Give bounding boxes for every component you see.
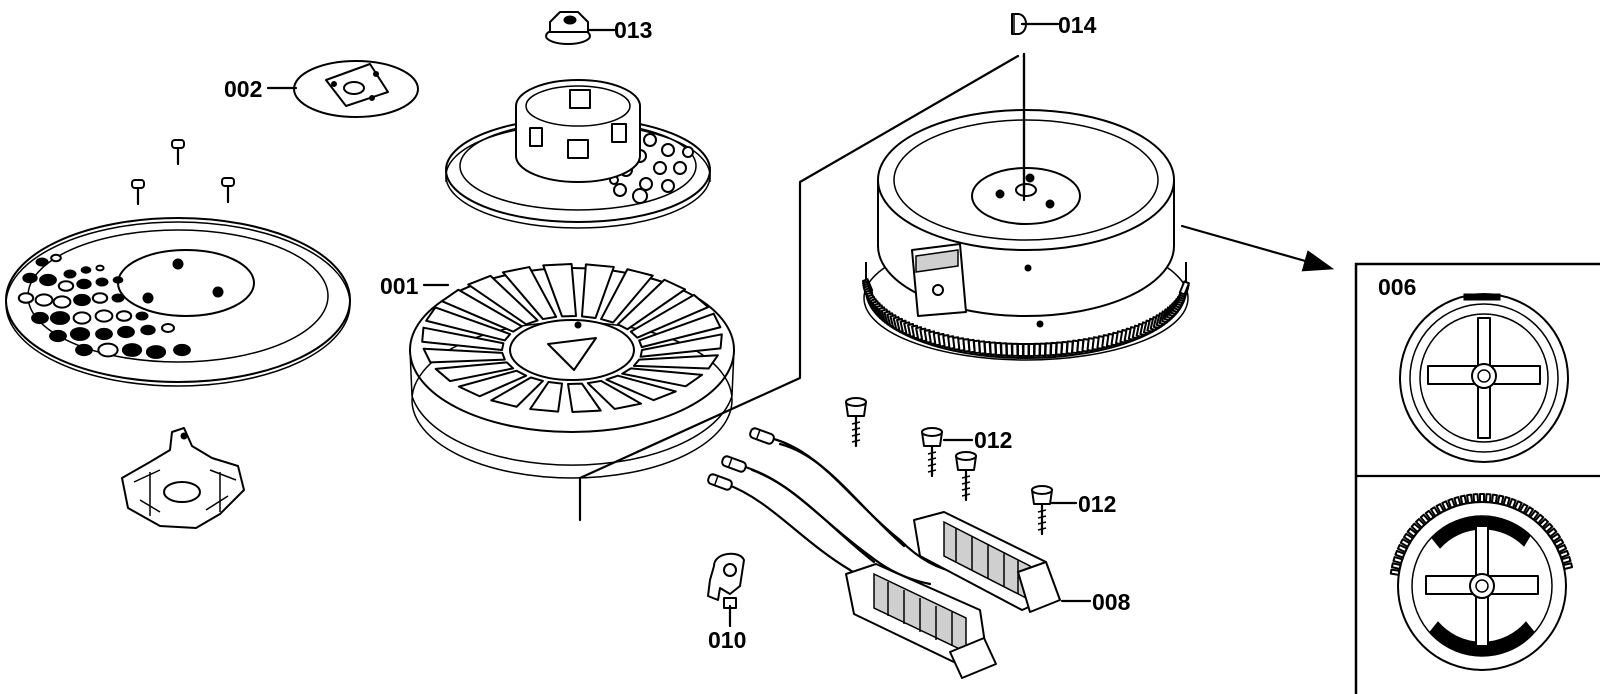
bolts <box>845 397 1053 536</box>
detail-view-top <box>1399 293 1569 463</box>
gear-tooth <box>1016 342 1025 357</box>
fan-blade <box>421 326 505 351</box>
plate-hole <box>39 273 57 287</box>
flywheel <box>861 109 1190 361</box>
fan-blade <box>457 369 528 398</box>
plate-hole <box>49 311 71 325</box>
plate-hole <box>57 280 75 292</box>
fan-blade <box>434 361 515 383</box>
plate-hole <box>121 343 143 357</box>
label-012-lower: 012 <box>1078 491 1116 517</box>
wire-clamp <box>707 552 745 609</box>
plate-hole <box>115 310 133 322</box>
fan-blade <box>566 382 602 413</box>
plate-hole <box>117 325 135 339</box>
plate-hole <box>76 278 92 290</box>
flywheel-ring-gear <box>861 278 1190 357</box>
fan-blade <box>467 274 539 326</box>
label-013: 013 <box>614 17 652 43</box>
plate-hole <box>50 253 62 263</box>
plate-hole <box>17 292 35 304</box>
gear-tooth <box>1005 342 1014 357</box>
plate-hole <box>95 327 113 341</box>
label-014: 014 <box>1058 12 1097 38</box>
fan-blade <box>600 268 654 324</box>
plate-hole <box>22 272 38 284</box>
plate-hole <box>161 323 175 333</box>
plate-hole <box>95 277 109 287</box>
plate-hole <box>34 293 54 307</box>
plate-hole <box>49 329 67 343</box>
cooling-fan <box>409 263 735 479</box>
plate-hole <box>173 343 191 357</box>
fan-blade <box>616 278 687 331</box>
fan-blade <box>639 333 723 358</box>
fan-blade <box>632 354 719 370</box>
plate-hole <box>80 266 92 274</box>
fan-blades <box>421 263 723 413</box>
fan-blade <box>422 347 506 364</box>
fan-blade <box>440 288 523 333</box>
plate-hole <box>97 342 119 358</box>
plate-screws <box>131 139 235 206</box>
gear-tooth <box>1178 280 1190 296</box>
fan-blade <box>580 263 615 319</box>
fan-blade <box>542 263 578 318</box>
gear-tooth <box>1011 342 1019 357</box>
leader-lines <box>266 22 1092 628</box>
ignition-coil <box>121 427 245 529</box>
plate-hole <box>69 327 91 341</box>
gear-tooth <box>1027 342 1036 357</box>
ventilation-holes <box>17 253 191 359</box>
fan-blade <box>529 381 564 413</box>
label-001: 001 <box>380 273 419 299</box>
plate-hole <box>111 293 125 303</box>
plate-hole <box>135 311 149 321</box>
gear-tooth <box>1033 342 1041 357</box>
detail-view-bottom <box>1389 493 1574 671</box>
detail-box <box>1354 262 1600 694</box>
detail-arrow <box>1180 224 1335 272</box>
gear-tooth <box>1484 493 1492 504</box>
label-006: 006 <box>1378 274 1416 300</box>
plate-hole <box>112 276 124 284</box>
plate-hole <box>75 343 93 357</box>
plate-hole <box>72 311 92 325</box>
plate-hole <box>94 309 114 323</box>
gear-tooth <box>1479 493 1485 503</box>
label-010: 010 <box>708 627 746 653</box>
fan-blade <box>605 374 677 402</box>
label-012-upper: 012 <box>974 427 1012 453</box>
fan-blade <box>638 312 722 349</box>
fan-blade <box>586 379 643 410</box>
gear-tooth <box>1472 493 1480 504</box>
fan-blade <box>621 367 704 388</box>
plate-hole <box>73 293 91 307</box>
plate-hole <box>52 295 72 309</box>
fan-blade <box>501 266 558 321</box>
fan-blade <box>425 306 512 342</box>
plate-hole <box>91 292 109 304</box>
back-plate <box>5 217 351 387</box>
starter-pulley <box>445 79 711 229</box>
plate-hole <box>95 264 105 272</box>
pulley-holes <box>609 133 694 204</box>
fan-blade <box>490 376 544 408</box>
woodruff-key <box>1011 13 1027 35</box>
gear-tooth <box>1022 343 1030 357</box>
plate-hole <box>145 345 167 359</box>
plate-hole <box>35 257 49 267</box>
plate-hole <box>31 311 49 325</box>
plate-hole <box>140 324 156 336</box>
label-008: 008 <box>1092 589 1131 615</box>
label-002: 002 <box>224 76 262 102</box>
fan-blade <box>629 293 710 339</box>
plate-hole <box>63 269 77 279</box>
flange-nut <box>545 11 591 45</box>
washer-plate <box>293 60 419 118</box>
charging-coil-assembly <box>707 427 1061 679</box>
